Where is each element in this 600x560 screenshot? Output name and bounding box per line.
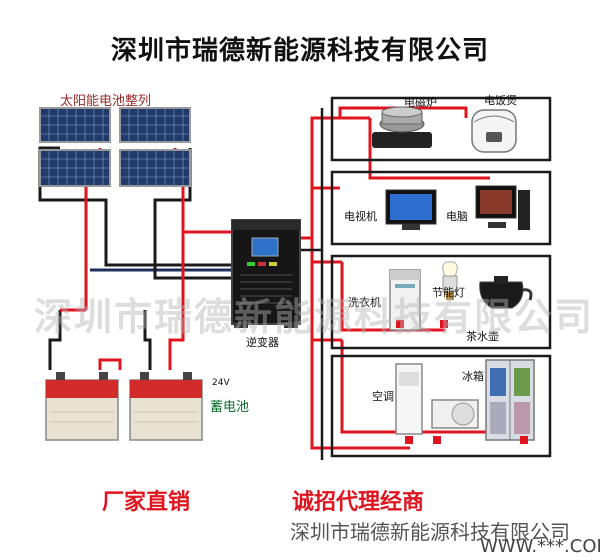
ac-bus-neutral	[300, 96, 552, 460]
washer-icon	[389, 269, 421, 331]
lamp-label: 节能灯	[432, 286, 465, 299]
lamp-icon	[442, 261, 458, 300]
tv-label: 电视机	[344, 210, 377, 223]
inverter-label: 逆变器	[246, 336, 279, 349]
fridge-label: 冰箱	[462, 370, 484, 383]
tv-icon	[385, 189, 437, 230]
rice-cooker-label: 电饭煲	[484, 94, 517, 107]
footer-site: WWW.***.COM	[480, 536, 600, 557]
induction-cooker-icon	[372, 106, 432, 148]
ac-label: 空调	[372, 390, 394, 403]
footer-company: 深圳市瑞德新能源科技有限公司	[290, 520, 570, 544]
solar-panel	[119, 107, 191, 143]
solar-panel	[39, 107, 111, 143]
slogan-left: 厂家直销	[102, 490, 191, 515]
ac-icon	[395, 363, 479, 435]
fridge-icon	[485, 359, 535, 441]
kettle-label: 茶水壶	[466, 330, 499, 343]
battery	[129, 372, 203, 441]
inverter-unit	[231, 219, 301, 328]
watermark: 深圳市瑞德新能源科技有限公司	[34, 295, 595, 339]
sockets	[396, 320, 528, 444]
battery-label: 蓄电池	[210, 400, 250, 415]
induction-cooker-label: 电磁炉	[404, 96, 437, 109]
solar-array-label: 太阳能电池整列	[60, 94, 152, 109]
solar-panel	[39, 149, 111, 187]
computer-label: 电脑	[446, 210, 468, 223]
ac-bus-live	[300, 106, 500, 450]
battery	[45, 372, 119, 441]
slogan-right: 诚招代理经商	[292, 490, 425, 515]
computer-icon	[475, 185, 530, 230]
kettle-icon	[479, 276, 533, 309]
solar-array	[39, 107, 191, 187]
washer-label: 洗衣机	[348, 296, 381, 309]
rice-cooker-icon	[471, 109, 517, 153]
company-title: 深圳市瑞德新能源科技有限公司	[110, 36, 489, 66]
solar-panel	[119, 149, 191, 187]
battery-voltage: 24V	[212, 378, 230, 388]
